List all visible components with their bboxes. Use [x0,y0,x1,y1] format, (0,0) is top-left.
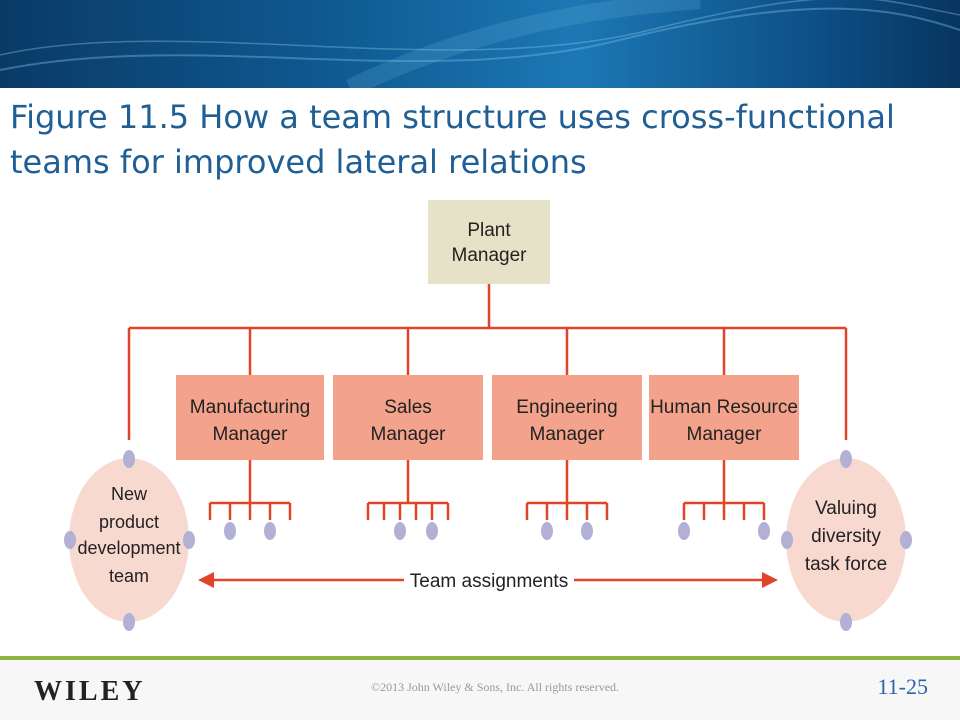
member-dot [900,531,912,549]
member-dot [426,522,438,540]
new-product-development-team: New product development team [64,450,195,631]
dept-label: Manager [213,424,289,445]
member-dot [64,531,76,549]
member-dot [264,522,276,540]
member-dot [183,531,195,549]
valuing-diversity-task-force: Valuing diversity task force [781,450,912,631]
wiley-logo: WILEY [34,676,146,707]
engineering-manager-box: Engineering Manager [492,375,642,460]
team-assignments-arrow: Team assignments [198,571,778,592]
team-member-dots [224,522,770,540]
dept-label: Sales [384,397,432,418]
sales-manager-box: Sales Manager [333,375,483,460]
dept-label: Manager [371,424,447,445]
manufacturing-manager-box: Manufacturing Manager [176,375,324,460]
banner-wave-graphic [0,0,960,88]
member-dot [678,522,690,540]
member-dot [758,522,770,540]
plant-manager-box: Plant Manager [428,200,550,284]
team-assignments-label: Team assignments [410,571,568,592]
member-dot [541,522,553,540]
member-dot [123,613,135,631]
copyright-text: ©2013 John Wiley & Sons, Inc. All rights… [370,680,620,694]
team-label: diversity [811,526,881,547]
team-label: product [99,512,159,532]
team-label: development [77,538,180,558]
dept-label: Manager [530,424,606,445]
dept-label: Human Resource [650,397,798,418]
member-dot [224,522,236,540]
plant-manager-label-2: Manager [452,245,528,266]
member-dot [394,522,406,540]
human-resource-manager-box: Human Resource Manager [649,375,799,460]
member-dot [123,450,135,468]
dept-label: Engineering [516,397,617,418]
footer-divider [0,656,960,660]
page-number: 11-25 [877,674,928,699]
arrow-right-head [762,572,778,588]
arrow-left-head [198,572,214,588]
member-dot [781,531,793,549]
member-dot [840,613,852,631]
dept-label: Manufacturing [190,397,310,418]
member-dot [581,522,593,540]
team-label: Valuing [815,498,877,519]
team-label: team [109,566,149,586]
team-label: task force [805,554,887,575]
plant-manager-label-1: Plant [467,220,511,241]
team-label: New [111,484,148,504]
member-dot [840,450,852,468]
dept-label: Manager [687,424,763,445]
connector-lines [127,284,848,520]
footer [0,660,960,720]
team-structure-diagram: Plant Manager Manufacturing Manager Sale… [64,200,912,631]
header-banner [0,0,960,88]
slide-title: Figure 11.5 How a team structure uses cr… [10,98,895,181]
